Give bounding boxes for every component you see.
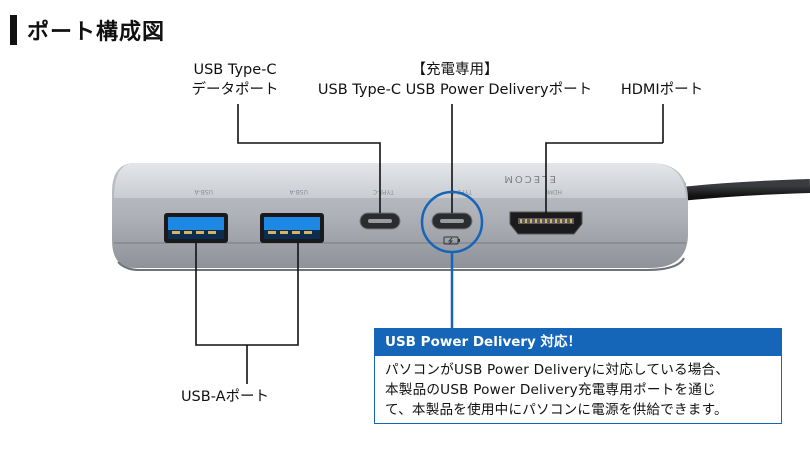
hub-seam — [114, 242, 686, 244]
label-hdmi: HDMIポート — [620, 82, 704, 98]
usb-c-pd-port — [431, 212, 473, 245]
pd-callout: USB Power Delivery 対応！ パソコンがUSB Power De… — [374, 328, 782, 424]
port-tag-typec-data: TYPE-C — [373, 188, 395, 195]
hub-bottom-edge — [117, 257, 685, 271]
pd-callout-line-3: て、本製品を使用中にパソコンに電源を供給できます。 — [385, 402, 728, 418]
pd-callout-body: パソコンがUSB Power Deliveryに対応している場合、 本製品のUS… — [375, 356, 781, 420]
label-typec-data-line1: USB Type-C — [193, 62, 277, 78]
label-typec-pd: 【充電専用】 USB Type-C USB Power Deliveryポート — [312, 60, 598, 100]
pd-callout-heading: USB Power Delivery 対応！ — [375, 329, 781, 356]
hdmi-port — [509, 211, 583, 235]
port-tag-usb-a-2: USB-A — [289, 188, 308, 195]
port-tag-usb-a-1: USB-A — [194, 188, 213, 195]
port-tag-typec-pd: TYPE-C — [451, 188, 473, 195]
usb-a-port-2 — [260, 213, 324, 243]
page-title-wrap: ポート構成図 — [10, 14, 165, 46]
usb-a-port-1 — [164, 213, 228, 243]
usb-c-data-port — [359, 212, 401, 230]
label-typec-data: USB Type-C データポート — [170, 60, 300, 100]
label-typec-pd-line2: USB Type-C USB Power Deliveryポート — [317, 82, 593, 98]
label-typec-data-line2: データポート — [191, 82, 279, 98]
title-bar — [10, 15, 17, 45]
label-typec-pd-line1: 【充電専用】 — [411, 62, 499, 78]
leader-hdmi — [545, 142, 663, 213]
brand-group: ELECOM — [502, 173, 556, 184]
port-tag-hdmi: HDMI — [546, 188, 562, 195]
hub-top-face — [114, 163, 686, 198]
leader-typec-data — [237, 104, 381, 213]
page-title: ポート構成図 — [27, 20, 166, 45]
brand-logo: ELECOM — [502, 173, 556, 184]
pd-callout-line-1: パソコンがUSB Power Deliveryに対応している場合、 — [385, 362, 730, 378]
label-usb-a: USB-Aポート — [180, 389, 270, 405]
pd-callout-line-2: 本製品のUSB Power Delivery充電専用ポートを通じ — [385, 382, 716, 398]
